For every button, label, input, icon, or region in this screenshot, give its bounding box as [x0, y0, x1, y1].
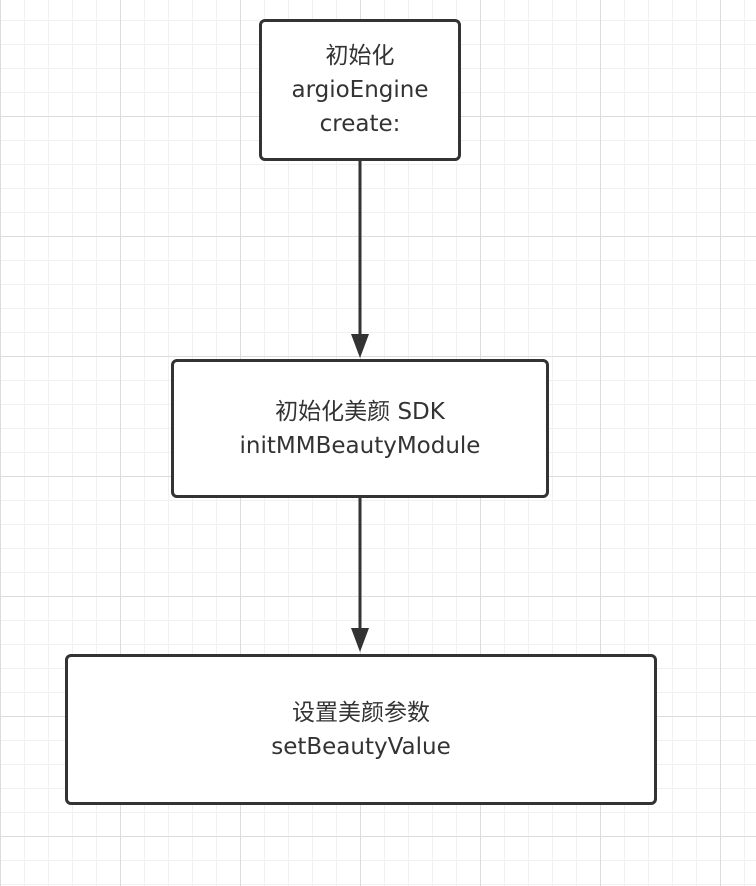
node-label-line: 设置美颜参数 [292, 699, 430, 726]
node-label-line: initMMBeautyModule [239, 432, 481, 459]
node-init-beauty-sdk[interactable]: 初始化美颜 SDK initMMBeautyModule [171, 359, 549, 498]
node-label-line: 初始化美颜 SDK [275, 398, 445, 425]
arrowhead-icon [351, 334, 369, 358]
node-label-line: 初始化 [325, 43, 395, 69]
node-init-engine[interactable]: 初始化 argioEngine create: [259, 19, 461, 161]
edge-init-beauty-sdk-to-set-beauty-params [351, 498, 369, 652]
node-label-line: create: [319, 111, 401, 137]
node-set-beauty-params[interactable]: 设置美颜参数 setBeautyValue [65, 654, 657, 805]
node-label-line: argioEngine [291, 77, 429, 103]
edge-init-engine-to-init-beauty-sdk [351, 161, 369, 358]
arrowhead-icon [351, 628, 369, 652]
node-label-line: setBeautyValue [271, 733, 451, 760]
